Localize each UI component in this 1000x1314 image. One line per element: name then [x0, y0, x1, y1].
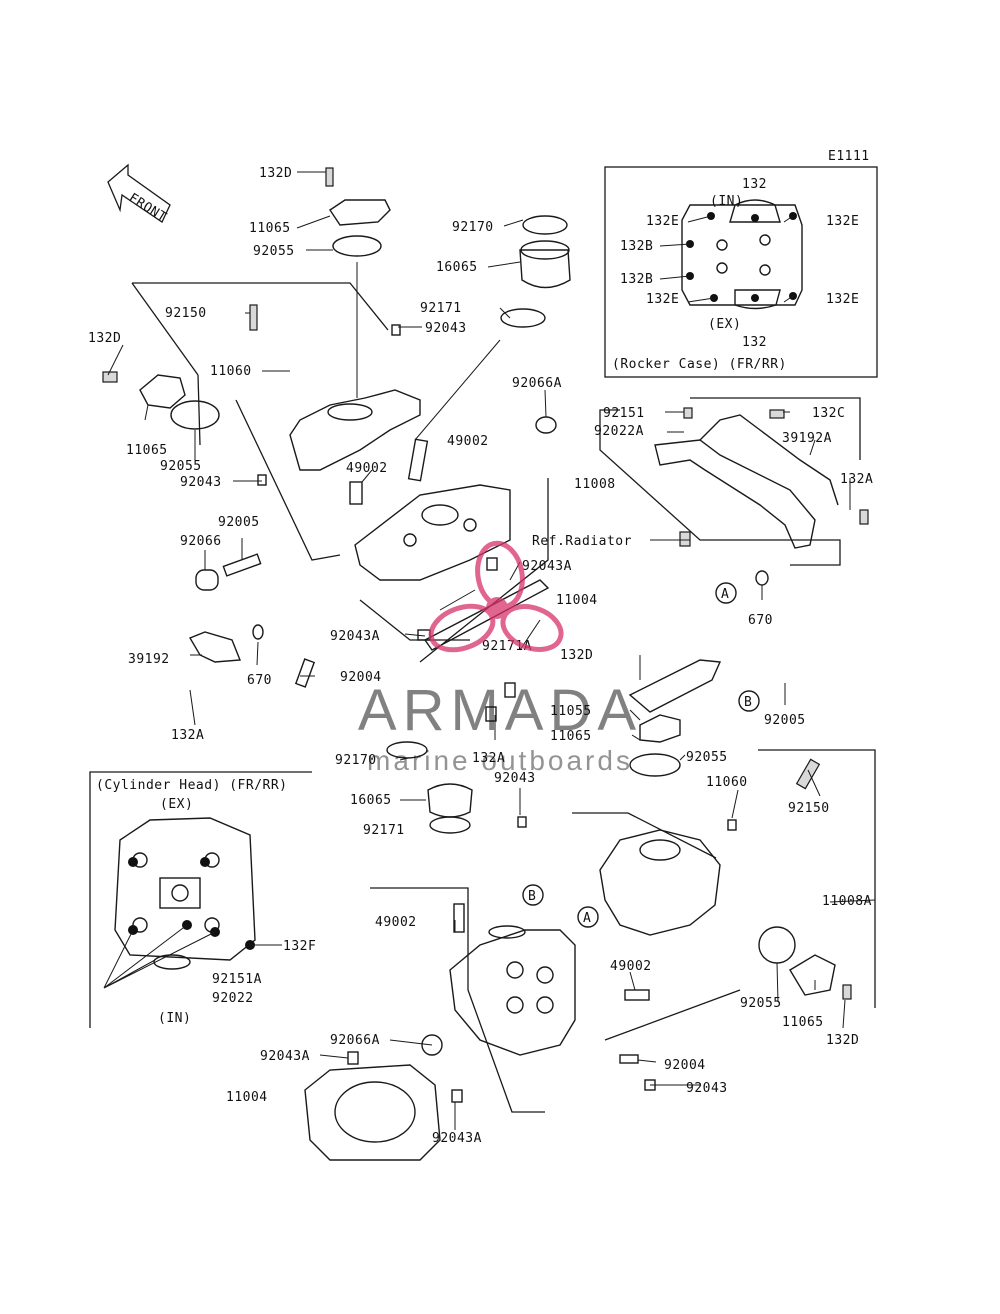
head-inset-ex: (EX): [160, 797, 193, 812]
callout-A-upper: A: [715, 582, 737, 604]
label-11004-low: 11004: [226, 1090, 268, 1105]
callout-B-lower: B: [522, 884, 544, 906]
label-92151A: 92151A: [212, 972, 262, 987]
label-132F: 132F: [283, 939, 316, 954]
label-49002-low: 49002: [375, 915, 417, 930]
svg-text:B: B: [528, 889, 536, 904]
part-labels: 132D 11065 92055 92170 16065 92171 92043…: [88, 166, 873, 1146]
head-inset-drawing: [114, 817, 256, 970]
svg-text:B: B: [744, 695, 752, 710]
label-92004-low: 92004: [664, 1058, 706, 1073]
label-92150-low: 92150: [788, 801, 830, 816]
rocker-132B-a: 132B: [620, 239, 653, 254]
label-92171-low: 92171: [363, 823, 405, 838]
label-11008A: 11008A: [822, 894, 872, 909]
rocker-132-bottom: 132: [742, 335, 767, 350]
label-39192A: 39192A: [782, 431, 832, 446]
label-132A-mid: 132A: [472, 751, 505, 766]
label-ref-radiator: Ref.Radiator: [532, 534, 632, 549]
label-670-right: 670: [748, 613, 773, 628]
label-92022: 92022: [212, 991, 254, 1006]
water-pipe-group: [599, 397, 869, 586]
label-92022A: 92022A: [594, 424, 644, 439]
label-132A-left: 132A: [171, 728, 204, 743]
watermark-brand: ARMADA: [358, 678, 642, 743]
label-92170-low: 92170: [335, 753, 377, 768]
label-11060-top: 11060: [210, 364, 252, 379]
rocker-132E-left-bottom: 132E: [646, 292, 679, 307]
label-92150-top: 92150: [165, 306, 207, 321]
callout-A-lower: A: [577, 906, 599, 928]
label-92043-low: 92043: [494, 771, 536, 786]
label-92055-left: 92055: [160, 459, 202, 474]
label-11008: 11008: [574, 477, 616, 492]
rocker-case-drawing: [681, 199, 803, 310]
rocker-132B-b: 132B: [620, 272, 653, 287]
front-arrow-icon: FRONT: [107, 163, 171, 226]
label-92055-low: 92055: [740, 996, 782, 1011]
label-92004-left: 92004: [340, 670, 382, 685]
label-132A-right: 132A: [840, 472, 873, 487]
label-670-left: 670: [247, 673, 272, 688]
label-92043A-mid: 92043A: [522, 559, 572, 574]
label-11004-mid: 11004: [556, 593, 598, 608]
front-label: FRONT: [126, 191, 169, 226]
head-inset-title: (Cylinder Head) (FR/RR): [96, 778, 288, 793]
rocker-132E-right-top: 132E: [826, 214, 859, 229]
label-92066A-low: 92066A: [330, 1033, 380, 1048]
label-92055-top: 92055: [253, 244, 295, 259]
label-92005-right: 92005: [764, 713, 806, 728]
rocker-ex-label: (EX): [708, 317, 741, 332]
label-92043A-left: 92043A: [330, 629, 380, 644]
label-132D-mid: 132D: [560, 648, 593, 663]
diagram-code: E1111: [828, 149, 870, 164]
label-92043A-bottom: 92043A: [432, 1131, 482, 1146]
label-92066: 92066: [180, 534, 222, 549]
head-inset-in: (IN): [158, 1011, 191, 1026]
label-11060-low: 11060: [706, 775, 748, 790]
svg-text:A: A: [583, 911, 591, 926]
svg-text:A: A: [721, 587, 729, 602]
label-16065-low: 16065: [350, 793, 392, 808]
label-132D-top: 132D: [259, 166, 292, 181]
rocker-132-top: 132: [742, 177, 767, 192]
rocker-132E-left-top: 132E: [646, 214, 679, 229]
watermark-tagline: marine outboards: [367, 745, 633, 776]
label-92043-left: 92043: [180, 475, 222, 490]
label-11055: 11055: [550, 704, 592, 719]
label-49002-right: 49002: [610, 959, 652, 974]
label-132C: 132C: [812, 406, 845, 421]
label-92151: 92151: [603, 406, 645, 421]
label-132D-left: 132D: [88, 331, 121, 346]
leader-lines: [107, 171, 876, 1130]
label-11065-left: 11065: [126, 443, 168, 458]
rocker-inset-title: (Rocker Case) (FR/RR): [612, 357, 787, 372]
label-11065-low: 11065: [782, 1015, 824, 1030]
label-92171-top: 92171: [420, 301, 462, 316]
label-92170-top: 92170: [452, 220, 494, 235]
label-92005-left: 92005: [218, 515, 260, 530]
label-92043A-low: 92043A: [260, 1049, 310, 1064]
cylinder-head-inset: (Cylinder Head) (FR/RR) (EX) (IN) 132F 9…: [89, 771, 316, 1028]
label-49002-a: 49002: [447, 434, 489, 449]
label-11065-top: 11065: [249, 221, 291, 236]
label-16065-top: 16065: [436, 260, 478, 275]
label-92066A-top: 92066A: [512, 376, 562, 391]
label-11065-mid: 11065: [550, 729, 592, 744]
rocker-in-label: (IN): [710, 194, 743, 209]
label-132D-low: 132D: [826, 1033, 859, 1048]
label-49002-b: 49002: [346, 461, 388, 476]
label-92043-top: 92043: [425, 321, 467, 336]
label-92055-mid: 92055: [686, 750, 728, 765]
propeller-logo-icon: [428, 540, 564, 653]
rocker-case-inset: 132 (IN) 132E 132E 132B 132B 132E 132E (…: [604, 166, 878, 378]
label-39192: 39192: [128, 652, 170, 667]
label-92043-bottom: 92043: [686, 1081, 728, 1096]
armada-watermark: ARMADA marine outboards: [358, 540, 642, 776]
callout-B-upper: B: [738, 690, 760, 712]
rocker-132E-right-bottom: 132E: [826, 292, 859, 307]
